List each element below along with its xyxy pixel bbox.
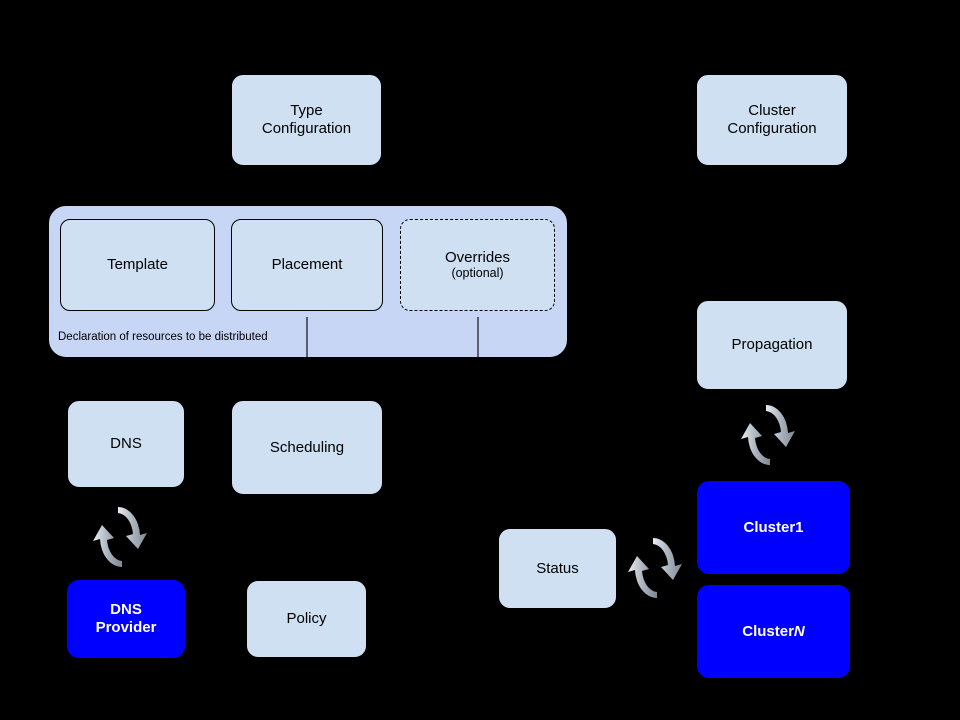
node-status[interactable]: Status xyxy=(498,528,617,609)
sync-loop-icon-propagation xyxy=(741,404,795,466)
node-cluster-n-prefix: Cluster xyxy=(742,622,794,640)
node-propagation[interactable]: Propagation xyxy=(696,300,848,390)
node-placement[interactable]: Placement xyxy=(231,219,383,311)
node-policy[interactable]: Policy xyxy=(246,580,367,658)
node-dns-provider[interactable]: DNS Provider xyxy=(67,580,185,658)
node-overrides-sublabel: (optional) xyxy=(451,266,504,281)
node-cluster-1-index: 1 xyxy=(795,518,804,536)
node-scheduling[interactable]: Scheduling xyxy=(231,400,383,495)
node-cluster-n-index: N xyxy=(793,622,805,640)
node-cluster-n[interactable]: Cluster N xyxy=(697,585,850,678)
node-cluster-1-prefix: Cluster xyxy=(743,518,796,536)
node-cluster-configuration[interactable]: Cluster Configuration xyxy=(696,74,848,166)
node-type-configuration[interactable]: Type Configuration xyxy=(231,74,382,166)
node-overrides[interactable]: Overrides (optional) xyxy=(400,219,555,311)
sync-loop-icon-status xyxy=(628,537,682,599)
node-dns[interactable]: DNS xyxy=(67,400,185,488)
node-cluster-1[interactable]: Cluster 1 xyxy=(697,481,850,574)
sync-loop-icon-dns xyxy=(93,506,147,568)
node-overrides-label: Overrides xyxy=(444,248,511,266)
declaration-band-caption: Declaration of resources to be distribut… xyxy=(58,331,268,343)
node-template[interactable]: Template xyxy=(60,219,215,311)
